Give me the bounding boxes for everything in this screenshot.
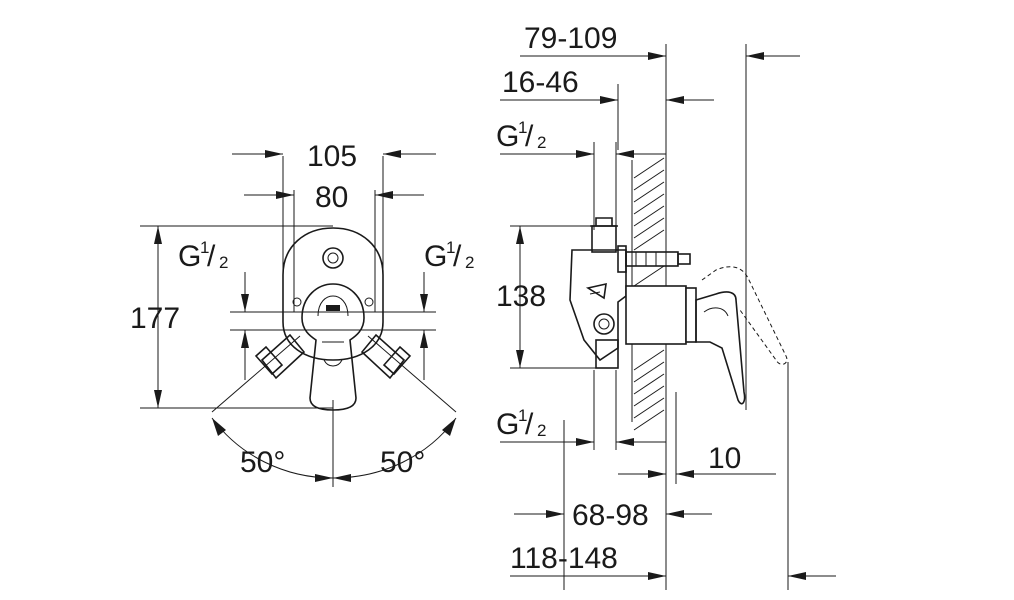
escutcheon-plate [282, 227, 384, 361]
svg-text:/: / [525, 120, 534, 153]
front-connection-left-label: G 1 / 2 [178, 238, 228, 273]
cartridge-sleeve [625, 285, 687, 345]
side-connection-top-label: G 1 / 2 [496, 118, 546, 153]
handle-logo-mark [326, 305, 340, 311]
side-view: 79-109 16-46 G 1 / 2 138 G 1 / [496, 22, 836, 590]
svg-text:G: G [424, 240, 447, 273]
side-nut [593, 313, 615, 335]
wall-hatch-line [633, 217, 665, 239]
wall-hatch-line [633, 205, 665, 227]
threaded-rod [625, 251, 679, 267]
screw-right [364, 297, 374, 307]
svg-text:2: 2 [465, 253, 474, 272]
svg-text:/: / [207, 240, 216, 273]
wall-hatch-line [633, 349, 665, 371]
lever-handle [301, 283, 365, 411]
wall-hatch-line [633, 385, 665, 407]
wall-hatch-line [633, 157, 665, 179]
svg-text:2: 2 [219, 253, 228, 272]
side-depth-16-46-label: 16-46 [502, 66, 579, 99]
front-angle-left-label: 50° [240, 446, 285, 479]
front-width-80-label: 80 [315, 181, 348, 214]
wall-hatch-line [633, 373, 665, 395]
handle-swing-outline [701, 266, 788, 365]
svg-text:G: G [496, 120, 519, 153]
screw-left [292, 297, 302, 307]
flow-marker [585, 282, 607, 300]
side-wall-offset-10-label: 10 [708, 442, 741, 475]
svg-text:1: 1 [200, 238, 209, 257]
svg-text:/: / [525, 408, 534, 441]
side-depth-79-109-label: 79-109 [524, 22, 617, 55]
front-height-177-label: 177 [130, 302, 180, 335]
top-fitting [591, 225, 617, 253]
wall-hatch-line [633, 229, 665, 251]
wall-hatch-line [633, 265, 665, 287]
right-outlet-pipe [360, 333, 457, 413]
svg-text:1: 1 [518, 118, 527, 137]
front-view: 105 80 177 G 1 / 2 G 1 / 2 [130, 140, 474, 487]
svg-text:G: G [496, 408, 519, 441]
svg-text:1: 1 [518, 406, 527, 425]
lever-handle-side [695, 291, 746, 405]
wall-hatch-line [633, 409, 665, 431]
front-angle-right-label: 50° [380, 446, 425, 479]
svg-text:G: G [178, 240, 201, 273]
left-outlet-pipe [211, 333, 306, 413]
front-width-105-label: 105 [307, 140, 357, 173]
bottom-fitting [595, 339, 619, 369]
top-nut [322, 247, 344, 269]
wall-hatch-line [633, 169, 665, 191]
svg-text:/: / [453, 240, 462, 273]
side-depth-68-98-label: 68-98 [572, 499, 649, 532]
side-depth-118-148-label: 118-148 [510, 542, 618, 575]
side-connection-bottom-label: G 1 / 2 [496, 406, 546, 441]
svg-text:2: 2 [537, 421, 546, 440]
svg-text:2: 2 [537, 133, 546, 152]
svg-text:1: 1 [446, 238, 455, 257]
wall-hatch-line [633, 181, 665, 203]
wall-hatch-line [633, 361, 665, 383]
wall-hatch-line [633, 193, 665, 215]
front-connection-right-label: G 1 / 2 [424, 238, 474, 273]
side-height-138-label: 138 [496, 280, 546, 313]
wall-hatch-line [633, 397, 665, 419]
